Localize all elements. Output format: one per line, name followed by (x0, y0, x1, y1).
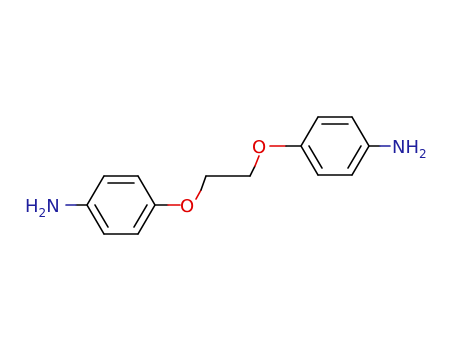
double-bond-inner (94, 204, 109, 228)
amine-left-label: H2N (25, 196, 60, 220)
amine-left-n: N (46, 196, 59, 217)
bond (300, 116, 319, 147)
amine-left-subscript: 2 (39, 206, 47, 220)
amine-right-symbol: NH (392, 137, 419, 158)
amine-right-label: NH2 (392, 137, 427, 161)
double-bond-inner (133, 204, 148, 228)
bond (351, 145, 370, 176)
bond-o-to-ch2 (200, 175, 207, 191)
bond (86, 175, 105, 206)
bond-o-to-ch2 (195, 189, 202, 200)
bond (86, 204, 105, 235)
bond (137, 175, 156, 206)
oxygen-left-label: O (180, 196, 194, 217)
right-benzene-ring (300, 116, 370, 176)
bond (351, 116, 370, 147)
oxygen-right-label: O (252, 137, 266, 158)
double-bond-inner (308, 145, 323, 169)
amine-right-subscript: 2 (419, 147, 427, 161)
bond (137, 204, 156, 235)
bond-ch2-to-o (249, 165, 256, 177)
bond (300, 145, 319, 176)
double-bond-inner (347, 145, 362, 169)
ethylene-bridge (154, 145, 302, 206)
amine-left-h: H (25, 196, 39, 217)
bond-ch2-to-o (254, 155, 260, 167)
left-benzene-ring (86, 175, 156, 235)
